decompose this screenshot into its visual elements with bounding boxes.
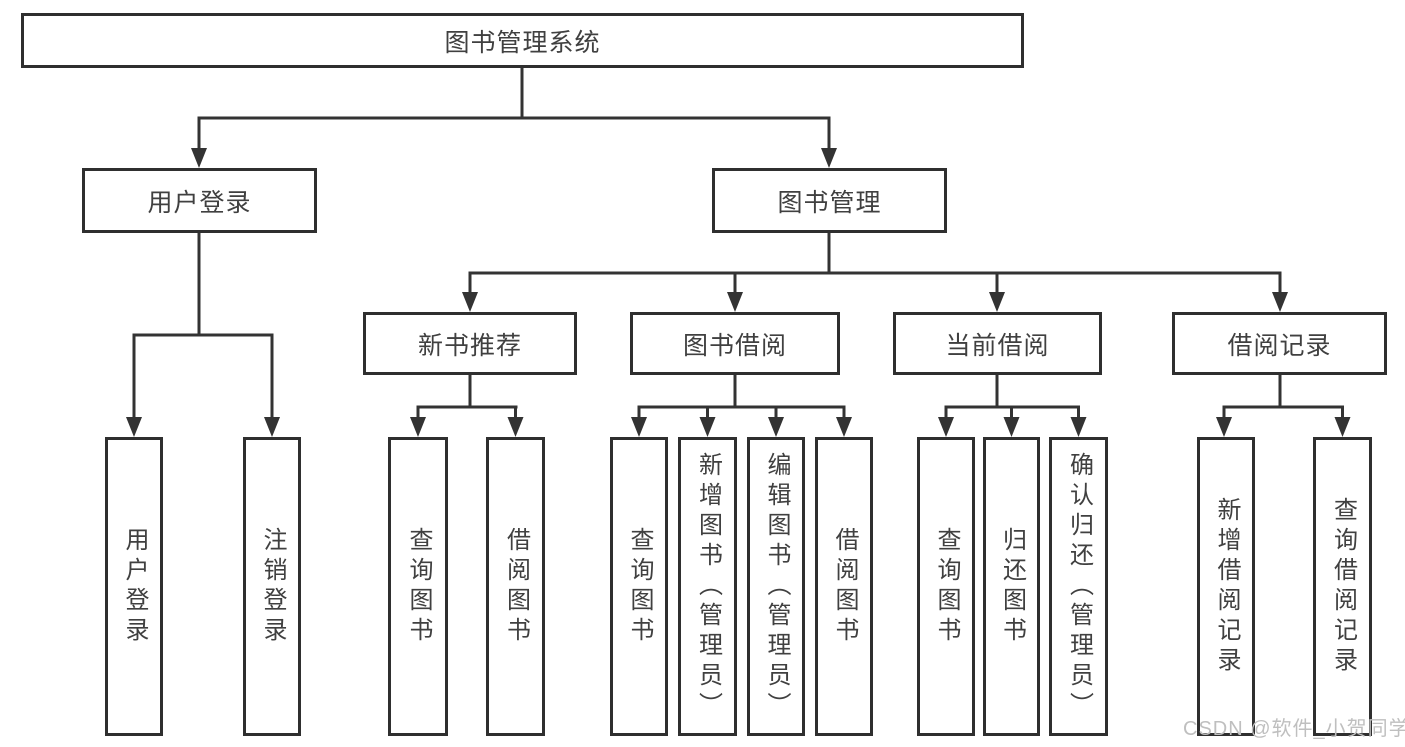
node-book-borrowing: 图书借阅 (630, 312, 840, 375)
connector-root-to-level2 (197, 68, 831, 151)
leaf-query-borrow-record: 查询借阅记录 (1313, 437, 1372, 736)
leaf-edit-books-admin: 编辑图书（管理员） (747, 437, 805, 736)
node-new-book-recommendation: 新书推荐 (363, 312, 577, 375)
connector-new-books-leaves (416, 375, 518, 421)
leaf-add-borrow-record: 新增借阅记录 (1197, 437, 1255, 736)
leaf-add-books-admin: 新增图书（管理员） (678, 437, 737, 736)
node-book-management: 图书管理 (712, 168, 947, 233)
node-current-borrowing: 当前借阅 (893, 312, 1102, 375)
leaf-logout: 注销登录 (243, 437, 301, 736)
connector-borrow-records-leaves (1222, 375, 1344, 421)
csdn-watermark: CSDN @软件_小贺同学 (1183, 718, 1405, 740)
connector-book-borrowing-leaves (637, 375, 846, 421)
connector-user-login-leaves (132, 233, 274, 420)
leaf-borrow-books-recommend: 借阅图书 (486, 437, 545, 736)
node-borrow-records: 借阅记录 (1172, 312, 1387, 375)
leaf-user-login: 用户登录 (105, 437, 163, 736)
leaf-query-books-recommend: 查询图书 (388, 437, 448, 736)
arrowheads (126, 148, 1351, 437)
leaf-query-books-current: 查询图书 (917, 437, 975, 736)
leaf-confirm-return-admin: 确认归还（管理员） (1049, 437, 1108, 736)
connector-book-management-level3 (468, 233, 1282, 296)
leaf-query-books-borrowing: 查询图书 (610, 437, 668, 736)
node-root-library-management-system: 图书管理系统 (21, 13, 1024, 68)
connector-current-borrowing-leaves (944, 375, 1080, 421)
node-user-login: 用户登录 (82, 168, 317, 233)
leaf-return-books: 归还图书 (983, 437, 1040, 736)
leaf-borrow-books: 借阅图书 (815, 437, 873, 736)
